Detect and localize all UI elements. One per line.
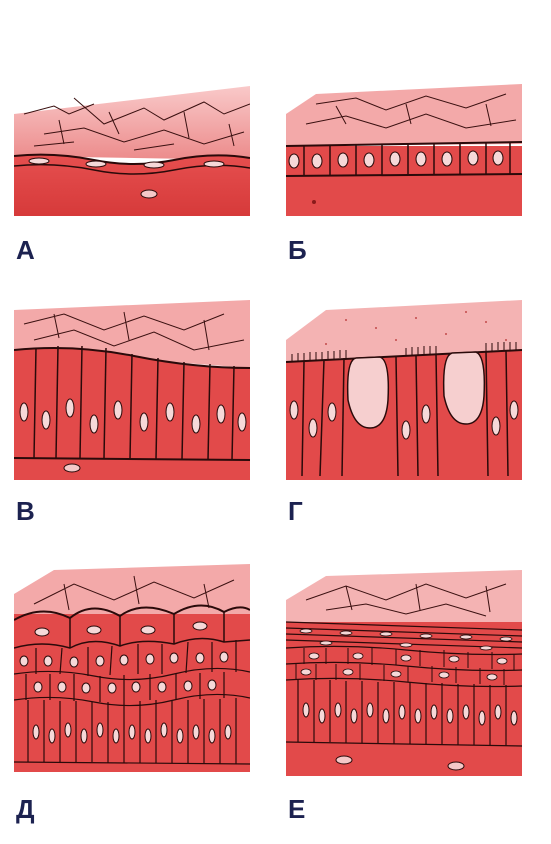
panel-v: В bbox=[14, 300, 250, 480]
panel-a: А bbox=[14, 84, 250, 216]
stratified-squamous-epithelium-illustration bbox=[286, 570, 522, 776]
panel-g: Г bbox=[286, 300, 522, 480]
goblet-cell-epithelium-illustration bbox=[286, 300, 522, 480]
panel-label: Б bbox=[288, 237, 307, 263]
simple-squamous-epithelium-illustration bbox=[14, 84, 250, 216]
panel-label: Д bbox=[16, 796, 35, 822]
panel-label: А bbox=[16, 237, 35, 263]
panel-label: Е bbox=[288, 796, 305, 822]
panel-label: Г bbox=[288, 498, 303, 524]
transitional-epithelium-illustration bbox=[14, 564, 250, 772]
simple-cuboidal-epithelium-illustration bbox=[286, 84, 522, 216]
panel-b: Б bbox=[286, 84, 522, 216]
panel-e: Е bbox=[286, 570, 522, 776]
panel-label: В bbox=[16, 498, 35, 524]
simple-columnar-epithelium-illustration bbox=[14, 300, 250, 480]
panel-d: Д bbox=[14, 564, 250, 772]
